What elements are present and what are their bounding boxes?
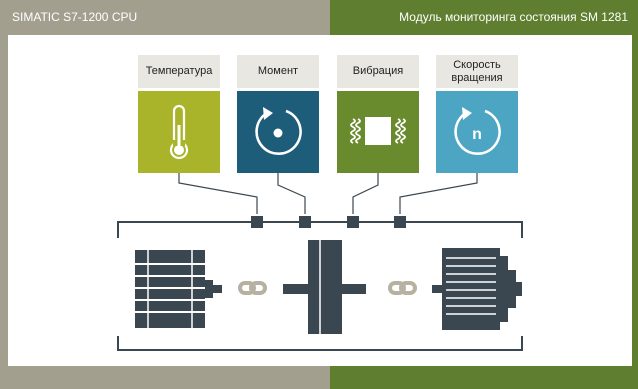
svg-text:n: n <box>472 126 482 143</box>
sensor-label-speed: Скорость вращения <box>436 55 518 88</box>
motor-icon <box>135 247 222 331</box>
speed-n-icon: n <box>454 107 501 156</box>
cpu-title: SIMATIC S7-1200 CPU <box>12 10 138 24</box>
sensor-label-temperature: Температура <box>138 55 220 88</box>
flywheel-icon <box>283 240 366 334</box>
coupling-icon <box>388 281 417 295</box>
coupling-icon <box>238 281 267 295</box>
generator-icon <box>432 248 522 330</box>
sensor-label-torque: Момент <box>237 55 319 88</box>
vibration-icon <box>350 117 406 145</box>
sensor-wiring <box>178 173 478 214</box>
sensor-tile-torque <box>237 91 319 173</box>
torque-rotation-icon <box>255 107 302 156</box>
sensor-terminals <box>251 216 406 228</box>
sensor-tile-vibration <box>337 91 419 173</box>
thermometer-icon <box>169 104 189 160</box>
sensor-tile-temperature <box>138 91 220 173</box>
sensor-tile-speed: n <box>436 91 518 173</box>
machine-bracket <box>117 221 523 351</box>
module-title: Модуль мониторинга состояния SM 1281 <box>399 10 628 24</box>
sensor-label-vibration: Вибрация <box>337 55 419 88</box>
